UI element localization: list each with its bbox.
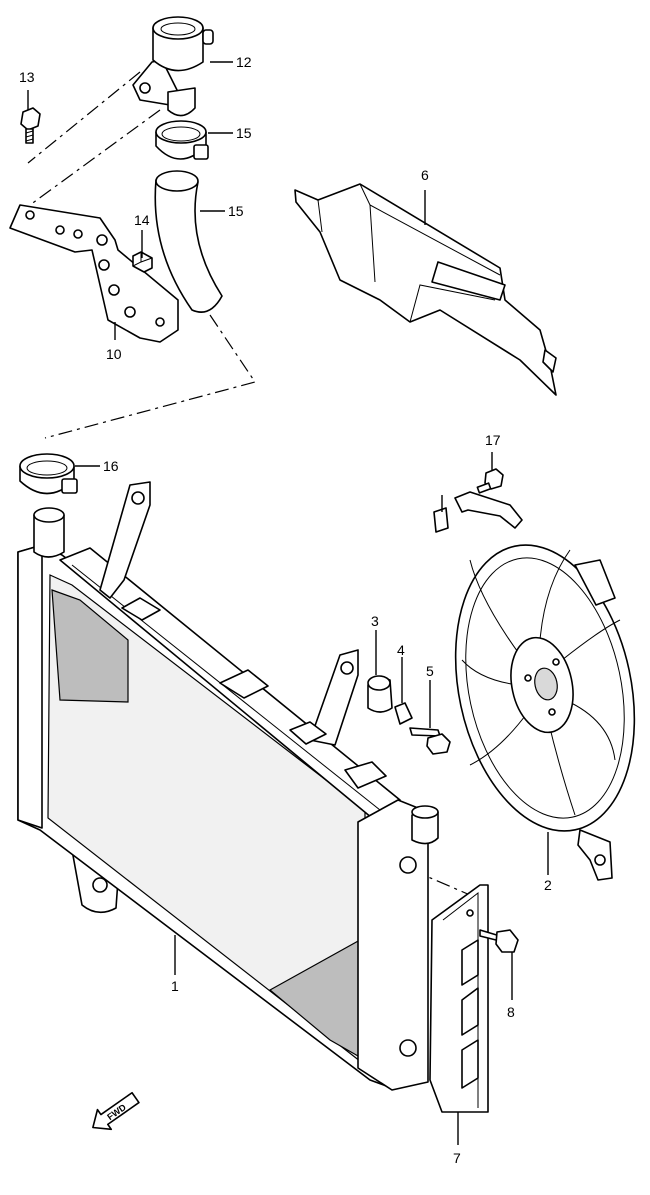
callout-3: 3 <box>371 613 379 629</box>
bolt-5 <box>409 727 451 755</box>
screw-8 <box>479 929 519 953</box>
callout-4: 4 <box>397 642 405 658</box>
cooling-fan <box>454 491 636 881</box>
callout-15-upper: 15 <box>236 125 252 141</box>
leader-lines <box>27 61 549 1145</box>
callout-6: 6 <box>421 167 429 183</box>
mounting-bracket <box>9 204 179 343</box>
nut-13 <box>132 251 153 273</box>
hose-clamp-upper <box>155 120 209 160</box>
callout-5: 5 <box>426 663 434 679</box>
callout-12: 13 <box>19 69 35 85</box>
bolt-12 <box>20 107 41 144</box>
fan-blades <box>461 549 621 816</box>
fwd-arrow-icon: FWD <box>92 1091 140 1131</box>
callout-10: 10 <box>106 346 122 362</box>
side-bracket <box>429 884 489 1113</box>
grommet <box>367 675 393 713</box>
callout-16: 17 <box>485 432 501 448</box>
callout-2: 2 <box>544 877 552 893</box>
callout-14: 15 <box>228 203 244 219</box>
callout-15-lower: 16 <box>103 458 119 474</box>
bolt-16 <box>476 468 504 494</box>
water-outlet-fitting <box>132 16 214 117</box>
collar <box>394 702 413 725</box>
callout-labels: 12 13 15 15 14 10 6 16 17 3 4 5 2 1 8 7 <box>19 54 552 1166</box>
callout-8: 8 <box>507 1004 515 1020</box>
callout-13: 14 <box>134 212 150 228</box>
hose-clamp-lower <box>19 453 78 495</box>
nut-17 <box>433 507 449 533</box>
callout-1: 1 <box>171 978 179 994</box>
callout-7: 7 <box>453 1150 461 1166</box>
coolant-hose <box>154 170 223 313</box>
callout-11: 12 <box>236 54 252 70</box>
radiator <box>17 481 439 1091</box>
radiator-cover <box>294 183 557 396</box>
